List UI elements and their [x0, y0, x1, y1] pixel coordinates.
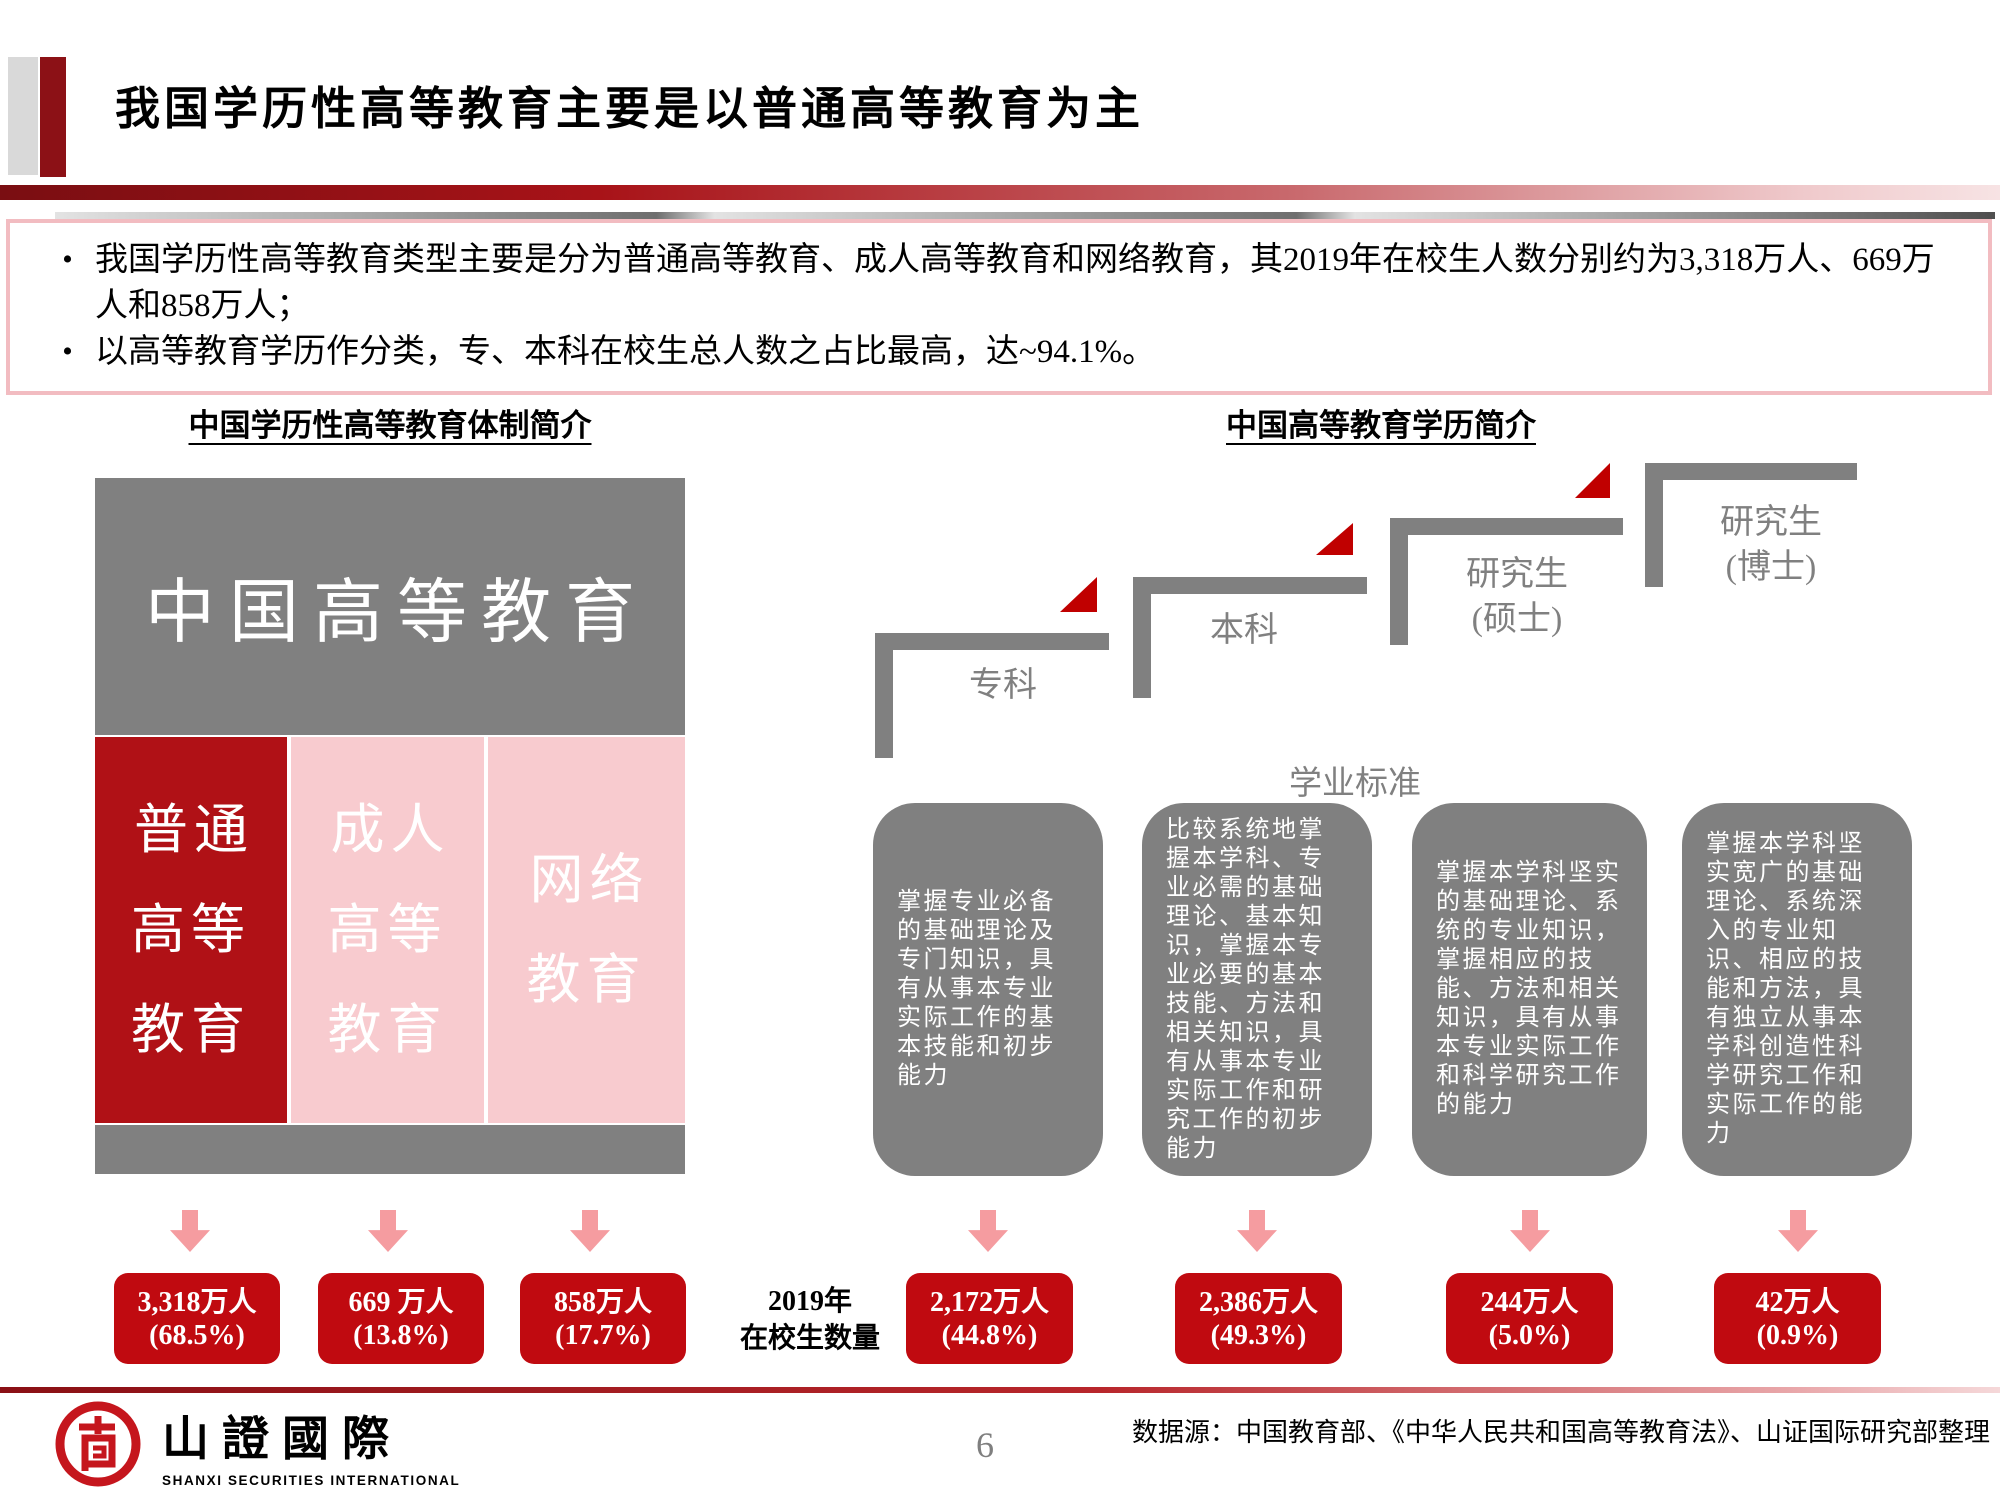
deco-red-bar [40, 57, 66, 177]
branch-putong: 普通 高等 教育 [95, 737, 287, 1123]
students-share: (17.7%) [555, 1319, 651, 1351]
students-share: (44.8%) [941, 1319, 1038, 1351]
students-count-box: 858万人 (17.7%) [520, 1273, 686, 1364]
down-arrow-icon [968, 1210, 1008, 1252]
standard-box: 比较系统地掌握本学科、专业必需的基础理论、基本知识，掌握本专业必要的基本技能、方… [1142, 803, 1372, 1176]
gray-gradient-divider [55, 212, 1995, 219]
branch-label: 网络 教育 [526, 850, 650, 1010]
step-bar [1390, 518, 1623, 535]
bullet-text: 以高等教育学历作分类，专、本科在校生总人数之占比最高，达~94.1%。 [95, 334, 1156, 370]
up-triangle-icon [1575, 463, 1610, 498]
students-share: (13.8%) [353, 1319, 449, 1351]
students-count-box: 2,172万人 (44.8%) [906, 1273, 1073, 1364]
step-bar [1133, 577, 1367, 594]
level-name-shuoshi: 研究生 (硕士) [1466, 556, 1568, 638]
up-triangle-icon [1060, 577, 1097, 612]
standards-title: 学业标准 [1289, 766, 1421, 802]
down-arrow-icon [1778, 1210, 1818, 1252]
standard-text: 比较系统地掌握本学科、专业必需的基础理论、基本知识，掌握本专业必要的基本技能、方… [1166, 816, 1325, 1162]
edu-root-label: 中国高等教育 [145, 575, 649, 652]
students-count: 42万人 [1755, 1286, 1840, 1318]
step-bar [1133, 577, 1151, 698]
down-arrow-icon [1510, 1210, 1550, 1252]
students-share: (0.9%) [1756, 1319, 1839, 1351]
standard-text: 掌握本学科坚实宽广的基础理论、系统深入的专业知识、相应的技能和方法，具有独立从事… [1706, 831, 1865, 1147]
branch-label: 普通 高等 教育 [131, 800, 254, 1060]
count-caption: 2019年 在校生数量 [739, 1286, 880, 1354]
bullet-item: • 我国学历性高等教育类型主要是分为普通高等教育、成人高等教育和网络教育，其20… [40, 237, 1945, 329]
level-name-zhuanke: 专科 [969, 667, 1037, 704]
step-bar [875, 633, 893, 758]
source-note: 数据源：中国教育部、《中华人民共和国高等教育法》、山证国际研究部整理 [1131, 1418, 1990, 1447]
branch-chengren: 成人 高等 教育 [291, 737, 484, 1123]
bullet-dot-icon: • [62, 243, 73, 276]
standard-text: 掌握专业必备的基础理论及专门知识，具有从事本专业实际工作的基本技能和初步能力 [897, 889, 1056, 1089]
standard-box: 掌握专业必备的基础理论及专门知识，具有从事本专业实际工作的基本技能和初步能力 [873, 803, 1103, 1176]
down-arrow-icon [368, 1210, 408, 1252]
down-arrow-icon [170, 1210, 210, 1252]
standard-box: 掌握本学科坚实宽广的基础理论、系统深入的专业知识、相应的技能和方法，具有独立从事… [1682, 803, 1912, 1176]
bullet-text: 我国学历性高等教育类型主要是分为普通高等教育、成人高等教育和网络教育，其2019… [95, 242, 1935, 324]
students-count-box: 669 万人 (13.8%) [318, 1273, 484, 1364]
summary-box: • 我国学历性高等教育类型主要是分为普通高等教育、成人高等教育和网络教育，其20… [6, 219, 1992, 395]
edu-root-box: 中国高等教育 [95, 478, 685, 735]
students-share: (5.0%) [1488, 1319, 1571, 1351]
students-count: 669 万人 [348, 1286, 454, 1318]
down-arrow-icon [1237, 1210, 1277, 1252]
branch-label: 成人 高等 教育 [327, 800, 451, 1060]
step-bar [1645, 463, 1857, 480]
students-count: 858万人 [553, 1286, 652, 1318]
left-section-heading: 中国学历性高等教育体制简介 [188, 408, 592, 443]
students-count-box: 3,318万人 (68.5%) [114, 1273, 280, 1364]
company-logo: 山證國際 SHANXI SECURITIES INTERNATIONAL [52, 1398, 460, 1490]
footer-divider [0, 1387, 2000, 1393]
logo-seal-icon [55, 1401, 141, 1487]
logo-subtitle: SHANXI SECURITIES INTERNATIONAL [162, 1473, 461, 1488]
standard-text: 掌握本学科坚实的基础理论、系统的专业知识，掌握相应的技能、方法和相关知识，具有从… [1436, 860, 1622, 1118]
red-gradient-divider [0, 185, 2000, 200]
students-count-box: 244万人 (5.0%) [1446, 1273, 1613, 1364]
right-section-heading: 中国高等教育学历简介 [1226, 408, 1536, 443]
bullet-dot-icon: • [62, 335, 73, 368]
standard-box: 掌握本学科坚实的基础理论、系统的专业知识，掌握相应的技能、方法和相关知识，具有从… [1412, 803, 1647, 1176]
bullet-list: • 我国学历性高等教育类型主要是分为普通高等教育、成人高等教育和网络教育，其20… [40, 237, 1945, 375]
students-share: (49.3%) [1210, 1319, 1307, 1351]
students-count: 3,318万人 [137, 1286, 257, 1318]
page-number: 6 [976, 1425, 994, 1465]
students-share: (68.5%) [149, 1319, 245, 1351]
step-bar [875, 633, 1109, 650]
up-triangle-icon [1316, 523, 1353, 555]
logo-texts: 山證國際 SHANXI SECURITIES INTERNATIONAL [162, 1400, 460, 1488]
students-count: 2,386万人 [1198, 1286, 1318, 1318]
step-bar [1390, 518, 1408, 645]
logo-name: 山證國際 [162, 1412, 402, 1465]
students-count-box: 2,386万人 (49.3%) [1175, 1273, 1342, 1364]
deco-gray-bar [8, 57, 38, 175]
level-name-boshi: 研究生 (博士) [1720, 504, 1822, 586]
page-title: 我国学历性高等教育主要是以普通高等教育为主 [115, 84, 1145, 134]
level-name-benke: 本科 [1210, 612, 1278, 649]
students-count: 244万人 [1480, 1286, 1579, 1318]
students-count: 2,172万人 [929, 1286, 1049, 1318]
down-arrow-icon [570, 1210, 610, 1252]
students-count-box: 42万人 (0.9%) [1714, 1273, 1881, 1364]
bullet-item: • 以高等教育学历作分类，专、本科在校生总人数之占比最高，达~94.1%。 [40, 329, 1945, 375]
step-bar [1645, 463, 1663, 587]
branch-base-bar [95, 1125, 685, 1174]
branch-wangluo: 网络 教育 [488, 737, 685, 1123]
